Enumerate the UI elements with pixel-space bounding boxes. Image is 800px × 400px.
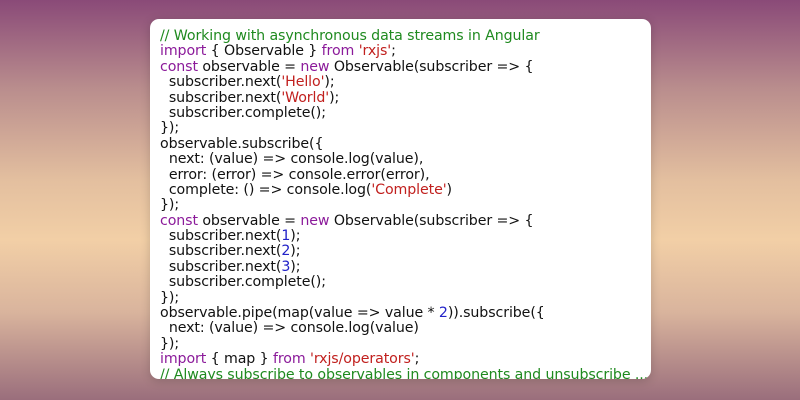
code-token-plain: ); [290,258,301,275]
code-token-string: 'rxjs/operators' [310,351,415,368]
code-line: import { Observable } from 'rxjs'; [160,44,651,59]
code-token-plain: ; [391,43,396,60]
code-token-string: 'rxjs' [358,43,392,60]
code-token-plain: }); [160,120,180,137]
code-line: subscriber.next(1); [160,228,651,245]
code-line: complete: () => console.log('Complete') [160,181,651,198]
code-line: observable.pipe(map(value => value * 2))… [160,305,651,322]
code-line: subscriber.next(2); [160,244,651,259]
code-token-plain: subscriber.next( [160,243,282,260]
code-block: // Working with asynchronous data stream… [160,28,651,379]
code-token-plain: { map } [206,351,273,368]
code-token-plain: subscriber.next( [160,228,282,245]
code-line: next: (value) => console.log(value), [160,151,651,168]
code-token-plain: subscriber.complete(); [160,104,326,121]
code-token-keyword: import [160,351,207,368]
code-token-string: 'Hello' [281,74,325,91]
code-token-plain: error: (error) => console.error(error), [160,166,430,183]
code-token-keyword: from [272,351,306,368]
code-line: subscriber.complete(); [160,275,651,290]
code-line: import { map } from 'rxjs/operators'; [160,352,651,367]
code-token-plain: observable = [197,212,301,229]
code-token-plain: ; [414,351,420,368]
code-token-plain: observable.subscribe({ [160,135,324,152]
code-token-plain: )).subscribe({ [447,305,545,322]
code-token-plain: subscriber.next( [160,74,282,91]
code-line: const observable = new Observable(subscr… [160,58,651,75]
code-token-plain: complete: () => console.log( [160,181,372,198]
code-token-number: 3 [281,258,291,275]
code-line: // Always subscribe to observables in co… [160,366,651,379]
code-token-number: 1 [281,228,291,245]
code-token-plain: Observable(subscriber => { [329,212,534,229]
code-token-plain: observable = [197,58,301,75]
code-token-keyword: const [160,212,198,229]
code-line: next: (value) => console.log(value) [160,321,651,336]
code-token-plain: subscriber.complete(); [160,274,326,291]
code-token-plain: next: (value) => console.log(value) [160,320,419,337]
code-token-plain: }); [160,335,180,352]
code-line: subscriber.next('Hello'); [160,74,651,91]
code-token-plain: next: (value) => console.log(value), [160,151,424,168]
code-token-plain: ); [290,243,301,260]
code-token-plain: Observable(subscriber => { [329,58,534,75]
code-line: observable.subscribe({ [160,135,651,152]
code-line: subscriber.complete(); [160,104,651,121]
code-token-keyword: import [160,43,207,60]
code-snippet-card: // Working with asynchronous data stream… [150,19,651,379]
code-token-comment: // Always subscribe to observables in co… [160,366,649,379]
code-token-keyword: new [300,58,330,75]
code-token-number: 2 [438,305,448,322]
code-token-keyword: from [321,43,355,60]
code-token-string: 'Complete' [371,181,447,198]
code-line: error: (error) => console.error(error), [160,166,651,183]
code-token-string: 'World' [281,89,330,106]
code-line: }); [160,121,651,136]
code-token-plain: { Observable } [206,43,322,60]
code-token-keyword: new [300,212,330,229]
code-line: }); [160,198,651,213]
code-token-plain: }); [160,289,180,306]
code-token-plain: ) [446,181,453,198]
code-token-keyword: const [160,58,198,75]
code-token-plain: }); [160,197,180,214]
code-token-plain: observable.pipe(map(value => value * [160,305,439,322]
code-line: subscriber.next('World'); [160,89,651,106]
code-token-plain: ); [290,228,301,245]
code-token-plain: subscriber.next( [160,89,282,106]
code-token-plain: ); [324,74,335,91]
code-line: const observable = new Observable(subscr… [160,212,651,229]
code-line: // Working with asynchronous data stream… [160,28,651,44]
code-token-number: 2 [281,243,291,260]
code-token-plain: subscriber.next( [160,258,282,275]
code-token-plain: ); [329,89,340,106]
code-line: }); [160,335,651,352]
code-line: subscriber.next(3); [160,258,651,275]
code-token-comment: // Working with asynchronous data stream… [160,28,540,44]
code-line: }); [160,289,651,306]
